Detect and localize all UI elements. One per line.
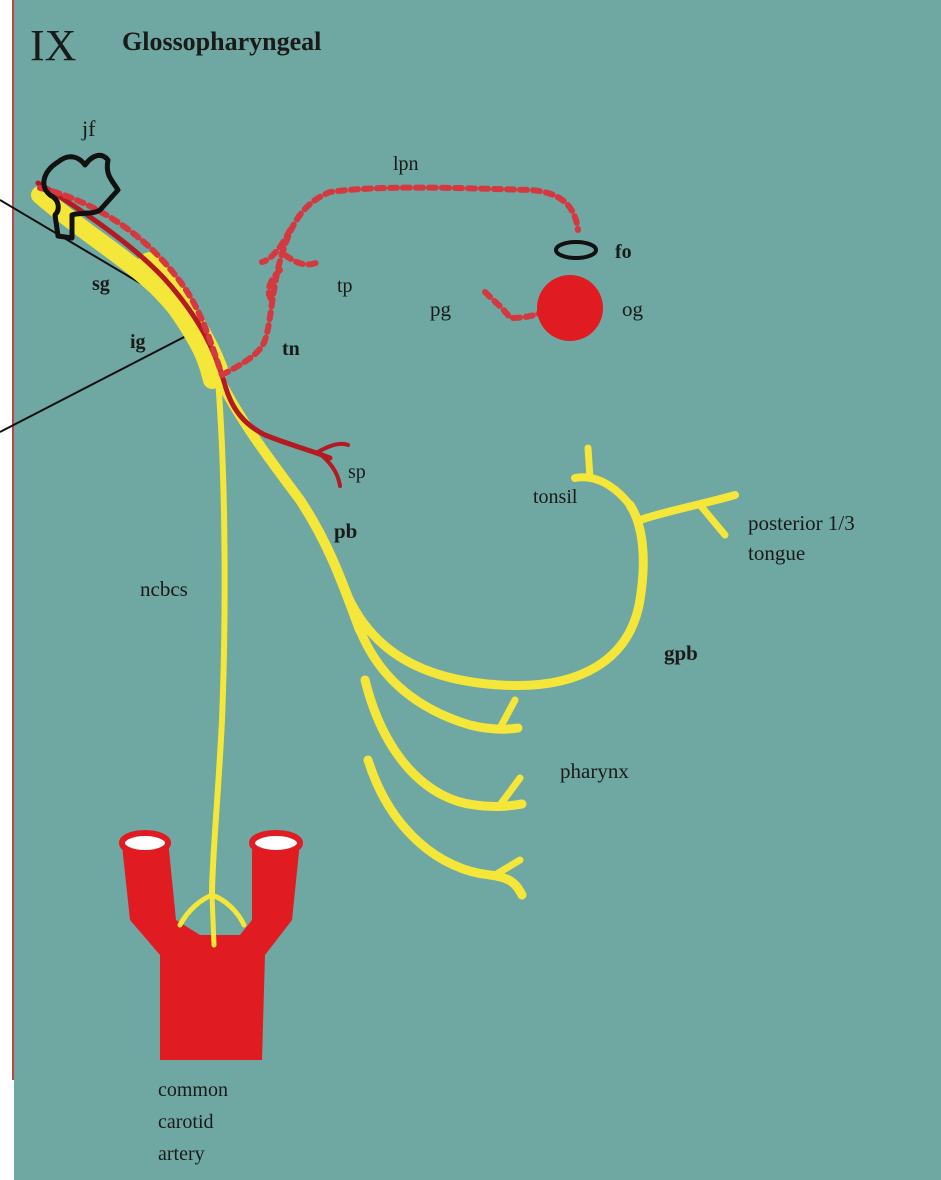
pointer-line-inferior — [0, 335, 188, 432]
title-name: Glossopharyngeal — [122, 27, 321, 56]
label-ncbcs: ncbcs — [140, 577, 188, 601]
label-tp: tp — [337, 275, 353, 297]
label-gpb: gpb — [664, 641, 698, 665]
label-pg: pg — [430, 297, 452, 321]
label-tn: tn — [282, 338, 300, 360]
label-pharynx: pharynx — [560, 759, 629, 783]
otic-ganglion — [537, 275, 603, 341]
label-ig: ig — [130, 331, 146, 353]
label-fo: fo — [615, 241, 632, 263]
label-sg: sg — [92, 273, 110, 295]
label-sp: sp — [348, 461, 366, 483]
label-carotid-line2: carotid — [158, 1111, 214, 1133]
label-jf: jf — [81, 116, 96, 141]
label-og: og — [622, 297, 644, 321]
label-posterior-line1: posterior 1/3 — [748, 511, 855, 535]
label-pb: pb — [334, 519, 357, 543]
label-carotid-line1: common — [158, 1079, 228, 1101]
title-numeral: IX — [30, 21, 76, 70]
label-carotid-line3: artery — [158, 1143, 205, 1165]
foramen-ovale-ring — [556, 242, 596, 258]
dotted-red-nerve — [40, 188, 578, 375]
label-posterior-line2: tongue — [748, 541, 805, 565]
label-lpn: lpn — [393, 153, 419, 175]
label-tonsil: tonsil — [533, 486, 578, 508]
